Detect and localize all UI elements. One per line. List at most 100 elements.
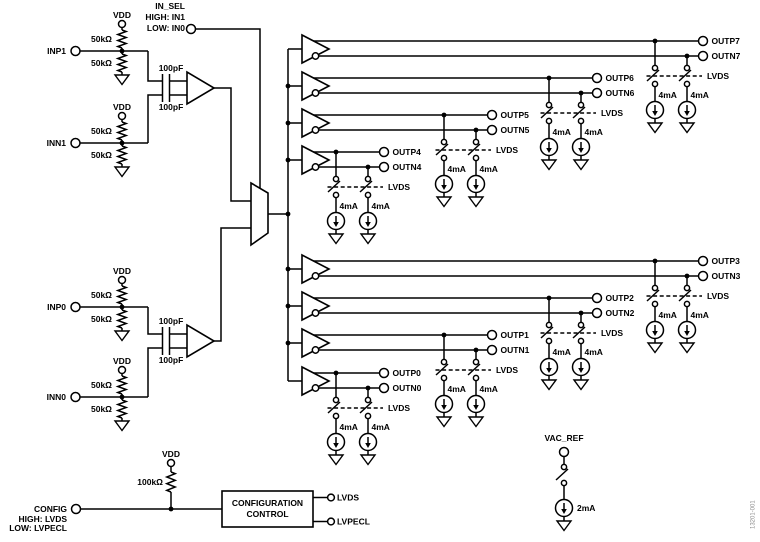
lvpecl-output-terminal-icon bbox=[326, 517, 336, 526]
current-source-arrow bbox=[333, 443, 339, 448]
switch-contact-icon bbox=[651, 300, 659, 308]
output-terminal-label: OUTN2 bbox=[606, 308, 635, 318]
switch-contact-icon bbox=[683, 284, 691, 292]
switch-contact-icon bbox=[683, 80, 691, 88]
cap-value: 100pF bbox=[159, 63, 184, 73]
output-terminal-icon bbox=[486, 124, 498, 136]
junction-dot bbox=[119, 304, 125, 310]
current-source-arrow bbox=[546, 148, 552, 153]
switch-contact-icon bbox=[651, 64, 659, 72]
resistor-icon bbox=[115, 145, 129, 165]
resistor-icon bbox=[115, 375, 129, 395]
amplifier-icon bbox=[186, 323, 216, 359]
switch-contact-icon bbox=[545, 321, 553, 329]
output-terminal-label: OUTP1 bbox=[501, 330, 530, 340]
output-terminal-label: OUTN7 bbox=[712, 51, 741, 61]
output-terminal-label: OUTP2 bbox=[606, 293, 635, 303]
ground-icon bbox=[113, 74, 131, 86]
resistor-icon bbox=[115, 399, 129, 419]
mode-label: LVDS bbox=[601, 328, 623, 338]
switch-contact-icon bbox=[332, 175, 340, 183]
switch-blade-icon bbox=[467, 363, 481, 376]
resistor-icon bbox=[115, 29, 129, 49]
configuration-control-title: CONTROL bbox=[246, 509, 288, 519]
output-terminal-label: OUTP7 bbox=[712, 36, 741, 46]
configuration-control-title: CONFIGURATION bbox=[232, 498, 303, 508]
switch-contact-icon bbox=[364, 191, 372, 199]
output-terminal-label: OUTN3 bbox=[712, 271, 741, 281]
current-value: 4mA bbox=[553, 347, 571, 357]
output-terminal-label: OUTN5 bbox=[501, 125, 530, 135]
mode-label: LVDS bbox=[601, 108, 623, 118]
inverter-bubble-icon bbox=[311, 163, 320, 171]
figure-number-watermark: 13201-001 bbox=[751, 500, 757, 529]
vdd-terminal-icon bbox=[166, 458, 176, 468]
inn0-label: INN0 bbox=[47, 392, 67, 402]
switch-blade-icon bbox=[678, 289, 692, 302]
mode-label: LVDS bbox=[496, 365, 518, 375]
switch-blade-icon bbox=[540, 326, 554, 339]
switch-blade-icon bbox=[359, 180, 373, 193]
in-sel-terminal-icon bbox=[185, 23, 197, 35]
vdd-terminal-icon bbox=[117, 111, 127, 121]
output-terminal-icon bbox=[697, 50, 709, 62]
configuration-control-block bbox=[221, 490, 314, 528]
amp0-to-mux-wire bbox=[214, 227, 251, 342]
switch-contact-icon bbox=[560, 463, 568, 471]
output-terminal-label: OUTN1 bbox=[501, 345, 530, 355]
switch-blade-icon bbox=[572, 106, 586, 119]
vac-ref-label: VAC_REF bbox=[544, 433, 583, 443]
switch-blade-icon bbox=[327, 401, 341, 414]
config-low-label: LOW: LVPECL bbox=[9, 523, 67, 533]
output-terminal-icon bbox=[591, 87, 603, 99]
ground-icon bbox=[540, 159, 558, 171]
ground-icon bbox=[572, 159, 590, 171]
output-terminal-icon bbox=[591, 292, 603, 304]
junction-dot bbox=[119, 140, 125, 146]
current-value: 4mA bbox=[659, 90, 677, 100]
output-terminal-icon bbox=[697, 35, 709, 47]
output-terminal-icon bbox=[378, 367, 390, 379]
switch-blade-icon bbox=[467, 143, 481, 156]
vdd-terminal-icon bbox=[117, 19, 127, 29]
ground-icon bbox=[646, 122, 664, 134]
resistor-icon bbox=[115, 285, 129, 305]
ground-icon bbox=[678, 122, 696, 134]
current-source-arrow bbox=[684, 111, 690, 116]
current-source-arrow bbox=[333, 222, 339, 227]
resistor-value: 50kΩ bbox=[91, 58, 112, 68]
inverter-bubble-icon bbox=[311, 384, 320, 392]
switch-contact-icon bbox=[651, 80, 659, 88]
current-value: 4mA bbox=[372, 422, 390, 432]
inp1-label: INP1 bbox=[47, 46, 66, 56]
inverter-bubble-icon bbox=[311, 89, 320, 97]
vac-ref-terminal-icon bbox=[558, 446, 570, 458]
ground-icon bbox=[113, 420, 131, 432]
switch-contact-icon bbox=[545, 101, 553, 109]
ground-icon bbox=[435, 196, 453, 208]
current-source-arrow bbox=[365, 222, 371, 227]
switch-contact-icon bbox=[472, 358, 480, 366]
lvds-output-label: LVDS bbox=[337, 493, 359, 503]
output-terminal-icon bbox=[486, 329, 498, 341]
current-value: 4mA bbox=[340, 201, 358, 211]
switch-contact-icon bbox=[683, 300, 691, 308]
cap-value: 100pF bbox=[159, 102, 184, 112]
current-value: 4mA bbox=[372, 201, 390, 211]
vdd-label: VDD bbox=[113, 266, 131, 276]
resistor-value: 50kΩ bbox=[91, 126, 112, 136]
mode-label: LVDS bbox=[707, 291, 729, 301]
ground-icon bbox=[359, 454, 377, 466]
switch-blade-icon bbox=[646, 289, 660, 302]
vdd-label: VDD bbox=[113, 102, 131, 112]
output-terminal-label: OUTN6 bbox=[606, 88, 635, 98]
inverter-bubble-icon bbox=[311, 346, 320, 354]
